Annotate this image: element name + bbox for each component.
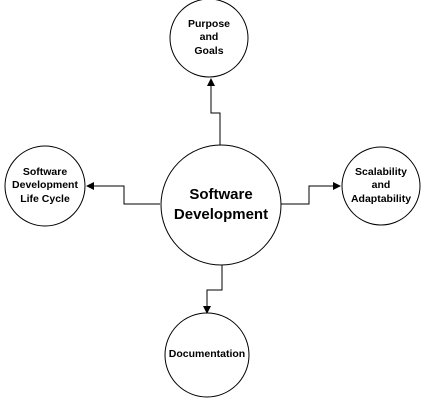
center-node-label: Software Development: [173, 185, 269, 223]
connector-center-to-bottom: [203, 264, 223, 314]
center-node: [160, 144, 282, 266]
bottom-node-label: Documentation: [168, 348, 246, 361]
connector-center-to-left: [86, 182, 160, 205]
connector-center-to-top: [207, 78, 221, 148]
top-node: [169, 0, 249, 78]
connector-center-to-right: [281, 182, 341, 205]
top-node-label: Purpose and Goals: [187, 18, 230, 57]
right-node-label: Scalability and Adaptability: [350, 166, 412, 205]
left-node: [4, 145, 86, 227]
left-node-label: Software Development Life Cycle: [12, 166, 78, 205]
bottom-node: [164, 312, 250, 398]
right-node: [341, 146, 421, 226]
